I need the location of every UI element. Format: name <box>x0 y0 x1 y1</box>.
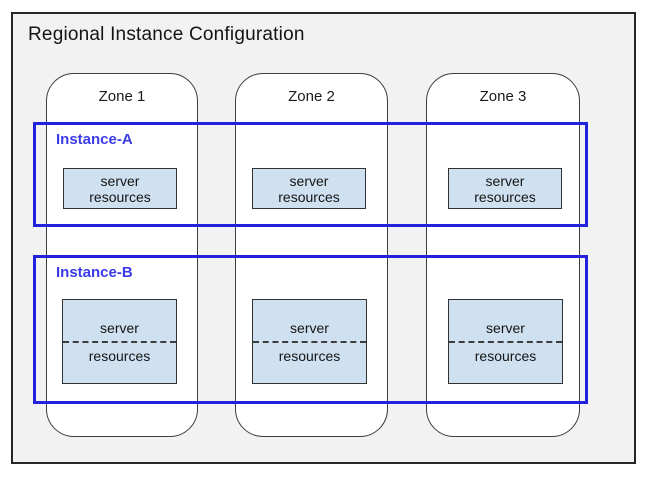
server-box-line1: server <box>289 172 329 189</box>
zone-1-label: Zone 1 <box>98 88 146 105</box>
server-resources-box-a-zone2: server resources <box>252 168 366 209</box>
server-box-line1: server <box>290 319 329 336</box>
dashed-split-line <box>449 340 562 343</box>
region-box: Regional Instance Configuration Zone 1 Z… <box>11 12 636 464</box>
server-box-line2: resources <box>474 347 537 364</box>
server-resources-box-b-zone1: server resources <box>62 299 177 384</box>
server-resources-box-a-zone1: server resources <box>63 168 177 209</box>
region-title: Regional Instance Configuration <box>28 24 305 45</box>
server-resources-box-a-zone3: server resources <box>448 168 562 209</box>
server-box-line2: resources <box>474 188 536 205</box>
server-box-line2: resources <box>88 347 151 364</box>
server-resources-box-b-zone2: server resources <box>252 299 367 384</box>
server-box-line1: server <box>486 319 525 336</box>
dashed-split-line <box>253 340 366 343</box>
instance-b-box <box>33 255 588 404</box>
server-box-line2: resources <box>278 347 341 364</box>
server-box-line1: server <box>100 172 140 189</box>
server-resources-box-b-zone3: server resources <box>448 299 563 384</box>
instance-a-box <box>33 122 588 227</box>
zone-2-label: Zone 2 <box>288 88 335 105</box>
zone-3-label: Zone 3 <box>479 88 527 105</box>
instance-a-label: Instance-A <box>56 131 133 148</box>
dashed-split-line <box>63 340 176 343</box>
instance-b-label: Instance-B <box>56 264 133 281</box>
server-box-line1: server <box>485 172 525 189</box>
server-box-line2: resources <box>278 188 340 205</box>
server-box-line2: resources <box>89 188 151 205</box>
server-box-line1: server <box>100 319 139 336</box>
